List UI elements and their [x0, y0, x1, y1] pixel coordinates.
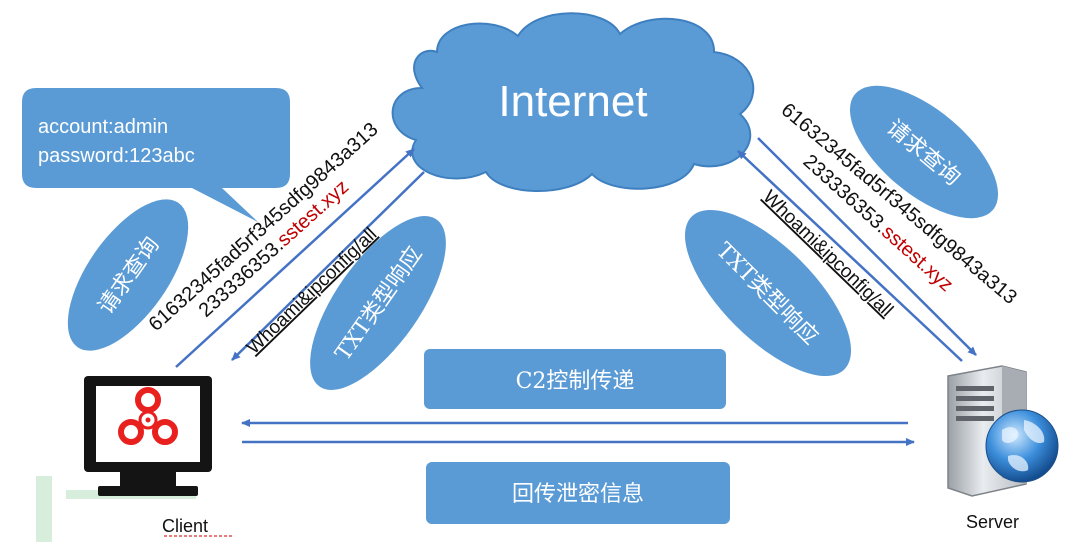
internet-cloud: Internet — [391, 12, 755, 192]
account-text: account:admin — [38, 116, 168, 138]
credentials-speech-bubble: account:admin password:123abc — [22, 88, 290, 222]
biohazard-icon — [118, 387, 178, 445]
client-to-internet-arrow — [175, 148, 415, 368]
internet-to-client-arrow — [231, 171, 425, 361]
client-monitor-icon — [84, 376, 212, 496]
exfiltration-label: 回传泄密信息 — [512, 482, 644, 507]
server-label: Server — [966, 512, 1019, 532]
c2-control-box: C2控制传递 — [424, 349, 726, 409]
password-text: password:123abc — [38, 145, 195, 167]
server-query-ellipse: 请求查询 — [849, 85, 999, 219]
internet-to-server-arrow — [757, 137, 977, 356]
c2-control-label: C2控制传递 — [516, 369, 635, 394]
exfiltration-box: 回传泄密信息 — [426, 462, 730, 524]
globe-icon — [985, 409, 1059, 483]
client-response-ellipse: TXT类型响应 — [310, 216, 446, 390]
client-label: Client — [162, 516, 208, 536]
server-to-internet-arrow — [737, 150, 963, 362]
internet-label: Internet — [498, 77, 647, 126]
client-query-ellipse: 请求查询 — [67, 199, 189, 351]
